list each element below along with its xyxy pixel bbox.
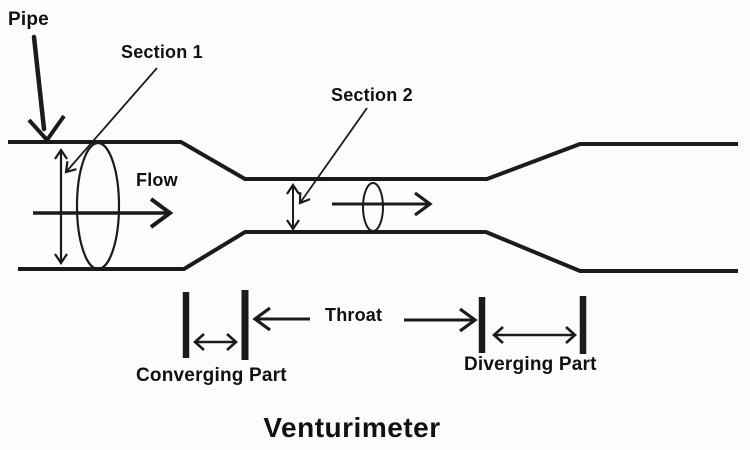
section2-leader-line xyxy=(298,107,368,205)
flow-label: Flow xyxy=(136,170,178,190)
throat-label: Throat xyxy=(325,305,383,325)
pipe-pointer-arrowhead xyxy=(27,114,66,144)
section1-leader-line xyxy=(64,67,158,174)
section2-ellipse xyxy=(362,182,384,232)
pipe-label: Pipe xyxy=(8,9,49,30)
pipe-top-wall xyxy=(8,140,738,181)
diagram-title: Venturimeter xyxy=(263,412,441,443)
section2-label: Section 2 xyxy=(331,85,413,105)
diverging-part-label: Diverging Part xyxy=(464,354,597,375)
section1-label: Section 1 xyxy=(121,42,203,62)
section1-ellipse xyxy=(75,141,121,271)
converging-part-label: Converging Part xyxy=(136,365,287,386)
pipe-bottom-wall xyxy=(18,230,738,273)
pipe-pointer-shaft xyxy=(31,34,47,132)
